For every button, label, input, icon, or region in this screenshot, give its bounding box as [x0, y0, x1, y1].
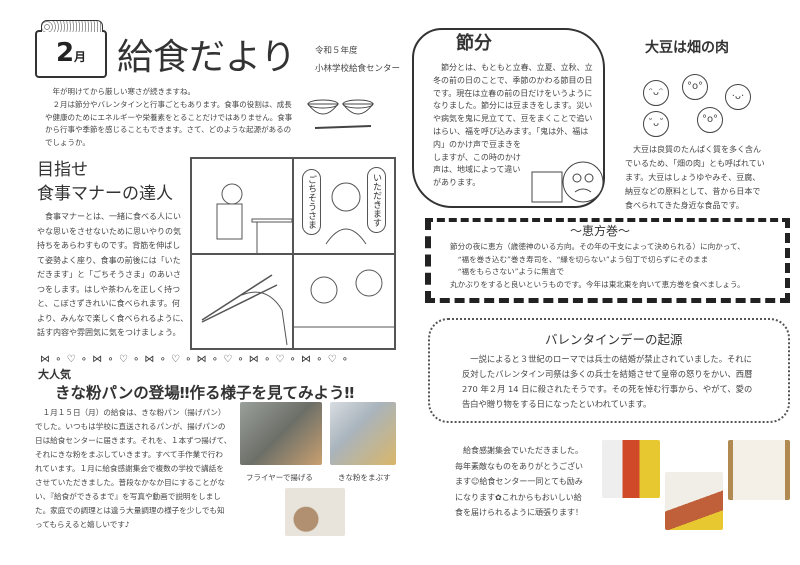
- manners-heading: 目指せ食事マナーの達人: [37, 160, 173, 204]
- bean-box-lid-icon: [41, 20, 103, 32]
- photo-hallway-posters: [665, 472, 723, 530]
- thanks-text: 給食感謝集会でいただきました。毎年素敵なものをありがとうございます☺給食センター…: [455, 446, 583, 517]
- photo-frying: [240, 402, 322, 465]
- kinako-title: きな粉パンの登場‼作る様子を見てみよう‼: [55, 384, 355, 402]
- newsletter-title: 給食だより: [117, 37, 297, 78]
- valentine-heart-frame: [428, 318, 790, 423]
- popular-badge: 大人気: [38, 368, 71, 381]
- photo-bulletin-board: [728, 440, 790, 500]
- kinako-text: １月１５日（月）の給食は、きな粉パン（揚げパン）でした。いつもは学校に直送される…: [35, 408, 232, 529]
- speech-bubble-itadakimasu: いただきます: [367, 167, 386, 233]
- month-badge: 2月: [35, 20, 107, 78]
- daizu-title: 大豆は畑の肉: [645, 40, 729, 56]
- ehomaki-dashed-frame: [425, 218, 790, 303]
- month-number: 2: [55, 38, 75, 68]
- valentine-text: 一説によると３世紀のローマでは兵士の結婚が禁止されていました。それに反対したバレ…: [462, 354, 753, 409]
- ehomaki-title: ～恵方巻～: [570, 224, 631, 238]
- setsubun-cloud-frame: [412, 28, 605, 208]
- setsubun-title: 節分: [450, 33, 498, 55]
- photo-lunch-tray: [285, 488, 345, 536]
- comic-panel-chopsticks: [191, 253, 293, 349]
- caption-coating: きな粉をまぶす: [338, 473, 391, 482]
- photo-thank-you-posters: [602, 440, 660, 498]
- comic-panel-family-eating: [293, 253, 395, 349]
- heart-ribbon-divider: ⋈ ∘ ♡ ∘ ⋈ ∘ ♡ ∘ ⋈ ∘ ♡ ∘ ⋈ ∘ ♡ ∘ ⋈ ∘ ♡ ∘ …: [40, 354, 350, 365]
- manners-text: 食事マナーとは、一緒に食べる人にいやな思いをさせないために思いやりの気持ちをあら…: [37, 212, 189, 337]
- soybean-face-icon: °o°: [697, 107, 723, 133]
- ehomaki-text: 節分の夜に恵方（歳徳神のいる方向。その年の干支によって決められる）に向かって、 …: [450, 242, 745, 289]
- comic-panel-sitting: [191, 158, 293, 254]
- comic-panel-greeting: ごちそうさま いただきます: [293, 158, 395, 254]
- fiscal-year: 令和５年度: [315, 46, 358, 56]
- photo-kinako-coating: [330, 402, 396, 465]
- intro-text: 年が明けてから厳しい寒さが続きますね。 ２月は節分やバレンタインと行事ごともあり…: [45, 87, 293, 148]
- daizu-text: 大豆は良質のたんぱく質を多く含んでいるため、「畑の肉」とも呼ばれています。大豆は…: [625, 145, 765, 210]
- soybean-face-icon: °o°: [682, 74, 708, 100]
- rice-bowls-icon: [306, 99, 375, 129]
- speech-bubble-gochisousama: ごちそうさま: [302, 169, 321, 235]
- caption-frying: フライヤーで揚げる: [246, 473, 313, 482]
- soybean-face-icon: ·ᴗ·: [725, 84, 751, 110]
- oni-bean-box-icon: [531, 161, 604, 203]
- soybean-face-icon: ˘ᴗ˘: [643, 111, 669, 137]
- manners-comic: ごちそうさま いただきます: [190, 157, 396, 350]
- valentine-title: バレンタインデーの起源: [545, 332, 683, 347]
- setsubun-text: 節分とは、もともと立春、立夏、立秋、立冬の前の日のことで、季節のかわる節目の日で…: [433, 63, 593, 188]
- month-unit: 月: [74, 50, 87, 64]
- organization: 小林学校給食センター: [315, 64, 401, 74]
- soybean-face-icon: ᵔᴗᵔ: [643, 80, 669, 106]
